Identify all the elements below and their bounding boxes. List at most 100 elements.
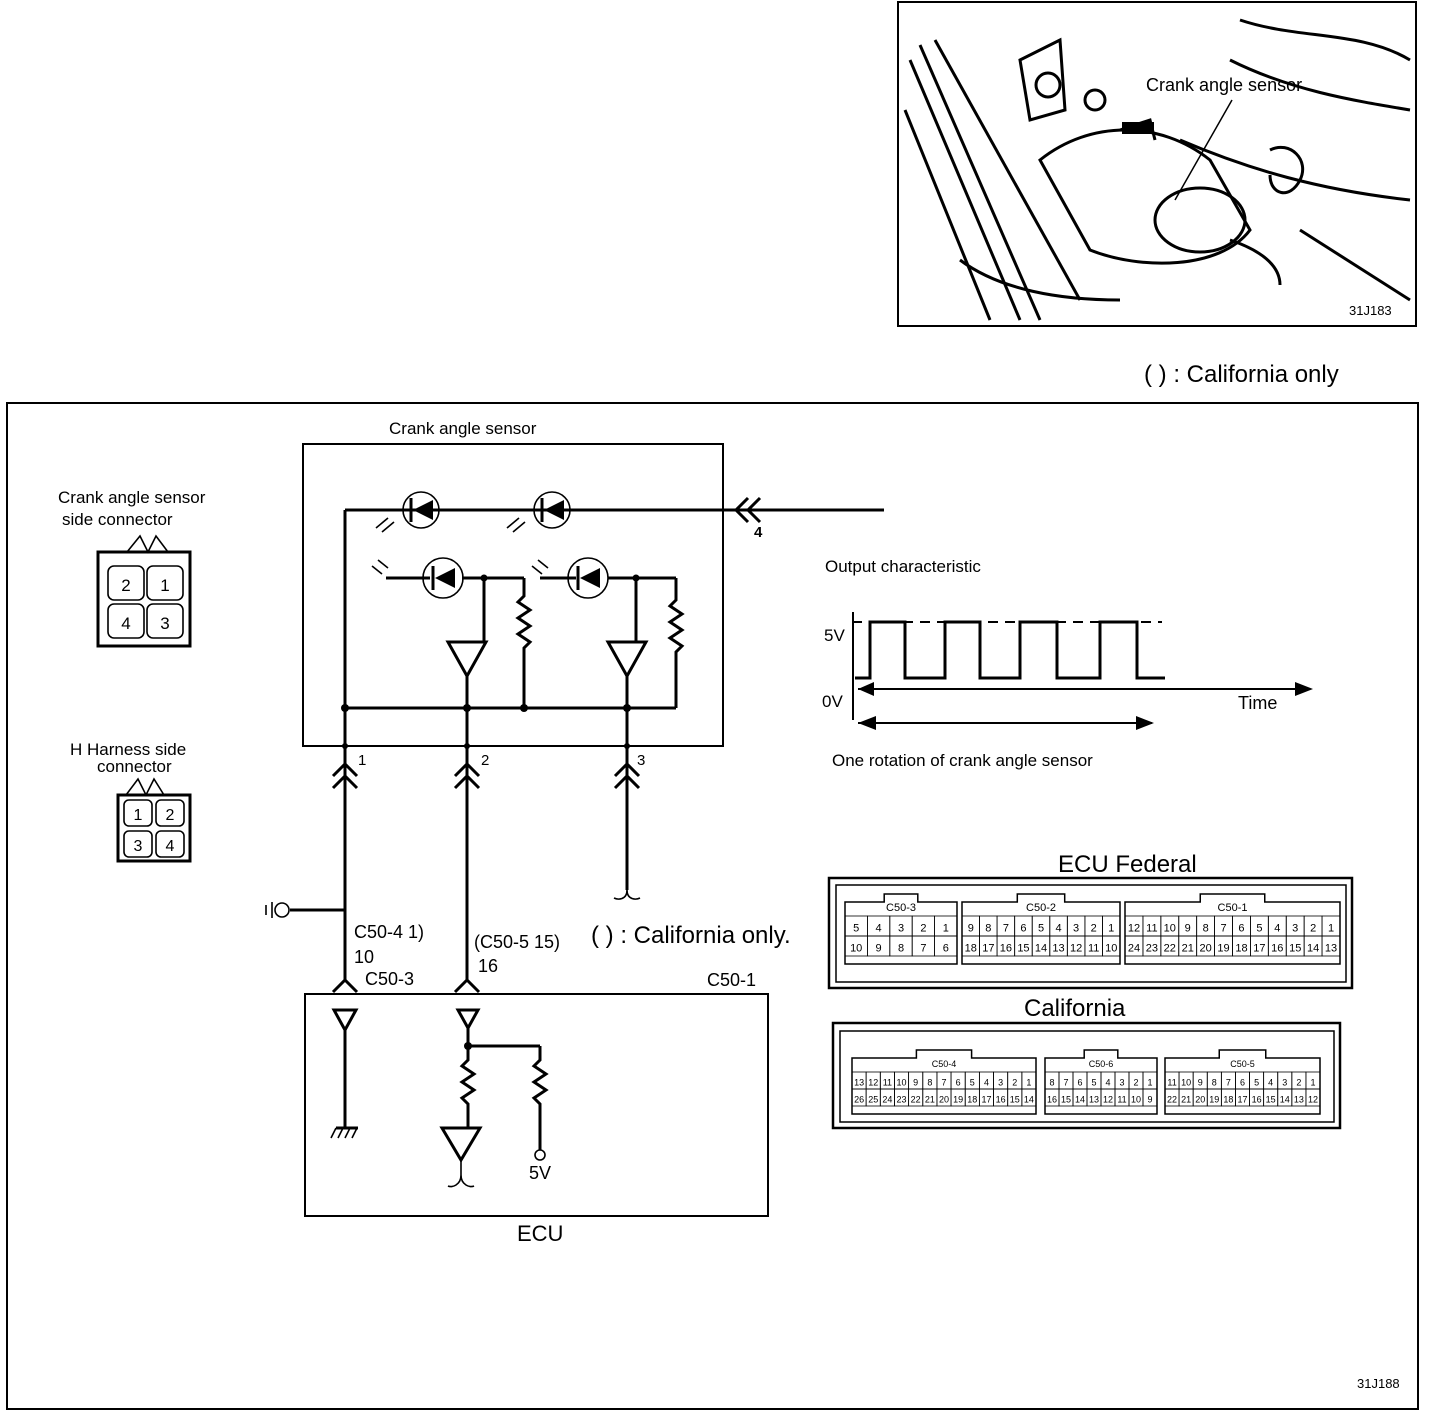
california-pin-number: 20 (1195, 1094, 1205, 1104)
harness-connector-title-1: H Harness side (70, 740, 186, 759)
sensor-connector-title-1: Crank angle sensor (58, 488, 206, 507)
federal-pin-number: 8 (898, 943, 904, 955)
california-pin-number: 3 (998, 1077, 1003, 1087)
federal-pin-number: 2 (1310, 923, 1316, 935)
california-connector-outline (1044, 1049, 1158, 1115)
photo-figure-id: 31J183 (1349, 303, 1392, 318)
california-pin-number: 8 (1049, 1077, 1054, 1087)
federal-pin-number: 9 (1185, 923, 1191, 935)
harness-side-connector: H Harness side connector 1 2 3 4 (70, 740, 192, 863)
california-connector-outline (1164, 1049, 1321, 1115)
federal-pin-number: 7 (1003, 923, 1009, 935)
california-pin-number: 7 (1063, 1077, 1068, 1087)
california-pin-number: 11 (1167, 1077, 1176, 1087)
federal-pin-number: 3 (898, 923, 904, 935)
california-pin-number: 10 (1181, 1077, 1191, 1087)
california-pin-number: 12 (1308, 1094, 1318, 1104)
california-pin-number: 6 (956, 1077, 961, 1087)
california-pin-number: 7 (1226, 1077, 1231, 1087)
federal-pin-number: 12 (1070, 943, 1082, 955)
federal-connector-name: C50-3 (886, 902, 916, 914)
label-16: 16 (478, 956, 498, 976)
california-pin-number: 24 (882, 1094, 892, 1104)
federal-pin-number: 6 (1020, 923, 1026, 935)
california-pin-number: 13 (1089, 1094, 1099, 1104)
california-pin-number: 11 (1117, 1094, 1126, 1104)
federal-pin-number: 14 (1307, 943, 1319, 955)
federal-pin-number: 9 (968, 923, 974, 935)
california-pin-number: 10 (1131, 1094, 1141, 1104)
sensor-box (302, 443, 724, 747)
federal-pin-number: 5 (853, 923, 859, 935)
california-pin-number: 17 (981, 1094, 991, 1104)
federal-pin-number: 7 (1220, 923, 1226, 935)
federal-pin-number: 19 (1217, 943, 1229, 955)
federal-pin-number: 17 (1253, 943, 1265, 955)
california-pin-number: 17 (1237, 1094, 1247, 1104)
california-pin-number: 4 (1105, 1077, 1110, 1087)
california-pin-number: 2 (1296, 1077, 1301, 1087)
label-0v-level: 0V (822, 692, 843, 711)
california-title: California (1024, 995, 1126, 1022)
federal-pin-number: 8 (1203, 923, 1209, 935)
harness-pin-4: 4 (166, 838, 175, 855)
federal-pin-cell (934, 935, 958, 957)
california-pin-number: 11 (883, 1077, 892, 1087)
harness-pin-3: 3 (134, 838, 143, 855)
california-pin-number: 18 (967, 1094, 977, 1104)
sensor-pin-4: 4 (121, 614, 130, 633)
california-connector-name: C50-4 (932, 1059, 957, 1069)
california-pin-number: 7 (941, 1077, 946, 1087)
california-pin-number: 2 (1012, 1077, 1017, 1087)
federal-pin-number: 6 (943, 943, 949, 955)
sensor-box-title: Crank angle sensor (389, 419, 537, 438)
california-pin-number: 5 (1091, 1077, 1096, 1087)
sensor-pin-3: 3 (160, 614, 169, 633)
sensor-connector-title-2: side connector (62, 510, 173, 529)
california-pin-number: 19 (1209, 1094, 1219, 1104)
california-pin-number: 12 (868, 1077, 878, 1087)
federal-pin-number: 18 (965, 943, 977, 955)
rotation-label: One rotation of crank angle sensor (832, 751, 1093, 770)
california-pin-number: 16 (996, 1094, 1006, 1104)
california-pin-number: 6 (1077, 1077, 1082, 1087)
california-pin-number: 22 (911, 1094, 921, 1104)
federal-pin-number: 2 (920, 923, 926, 935)
california-pin-number: 16 (1047, 1094, 1057, 1104)
california-pin-number: 14 (1024, 1094, 1034, 1104)
label-c50-4: C50-4 1) (354, 922, 424, 942)
label-5v: 5V (529, 1163, 551, 1183)
terminal-4: 4 (754, 524, 763, 541)
california-pin-cell (1142, 1088, 1158, 1107)
california-connector-name: C50-5 (1230, 1059, 1255, 1069)
photo-callout: Crank angle sensor (1146, 75, 1302, 95)
federal-pin-number: 1 (943, 923, 949, 935)
california-pin-number: 20 (939, 1094, 949, 1104)
california-connector-outline (851, 1049, 1037, 1115)
federal-pin-number: 10 (1105, 943, 1117, 955)
california-pin-number: 4 (1268, 1077, 1273, 1087)
ecu-box (304, 993, 769, 1217)
california-pin-number: 16 (1252, 1094, 1262, 1104)
california-pin-number: 3 (1282, 1077, 1287, 1087)
california-pin-number: 26 (854, 1094, 864, 1104)
harness-pin-2: 2 (166, 807, 175, 824)
federal-pin-number: 23 (1146, 943, 1158, 955)
california-pin-number: 9 (1198, 1077, 1203, 1087)
california-pin-number: 23 (897, 1094, 907, 1104)
engine-photo: Crank angle sensor 31J183 (897, 1, 1417, 327)
california-pin-number: 13 (1294, 1094, 1304, 1104)
california-pin-number: 10 (897, 1077, 907, 1087)
crank-angle-sensor-circuit: Crank angle sensor 4 (265, 419, 884, 918)
sensor-pin-1: 1 (160, 576, 169, 595)
california-pin-number: 8 (927, 1077, 932, 1087)
ecu-title: ECU (517, 1221, 563, 1246)
federal-pin-number: 15 (1289, 943, 1301, 955)
federal-pin-number: 6 (1238, 923, 1244, 935)
sensor-pin-2: 2 (121, 576, 130, 595)
federal-pin-number: 1 (1328, 923, 1334, 935)
output-title: Output characteristic (825, 557, 981, 576)
harness-connector-title-2: connector (97, 757, 172, 776)
sensor-side-connector: Crank angle sensor side connector 2 1 4 … (58, 488, 206, 648)
